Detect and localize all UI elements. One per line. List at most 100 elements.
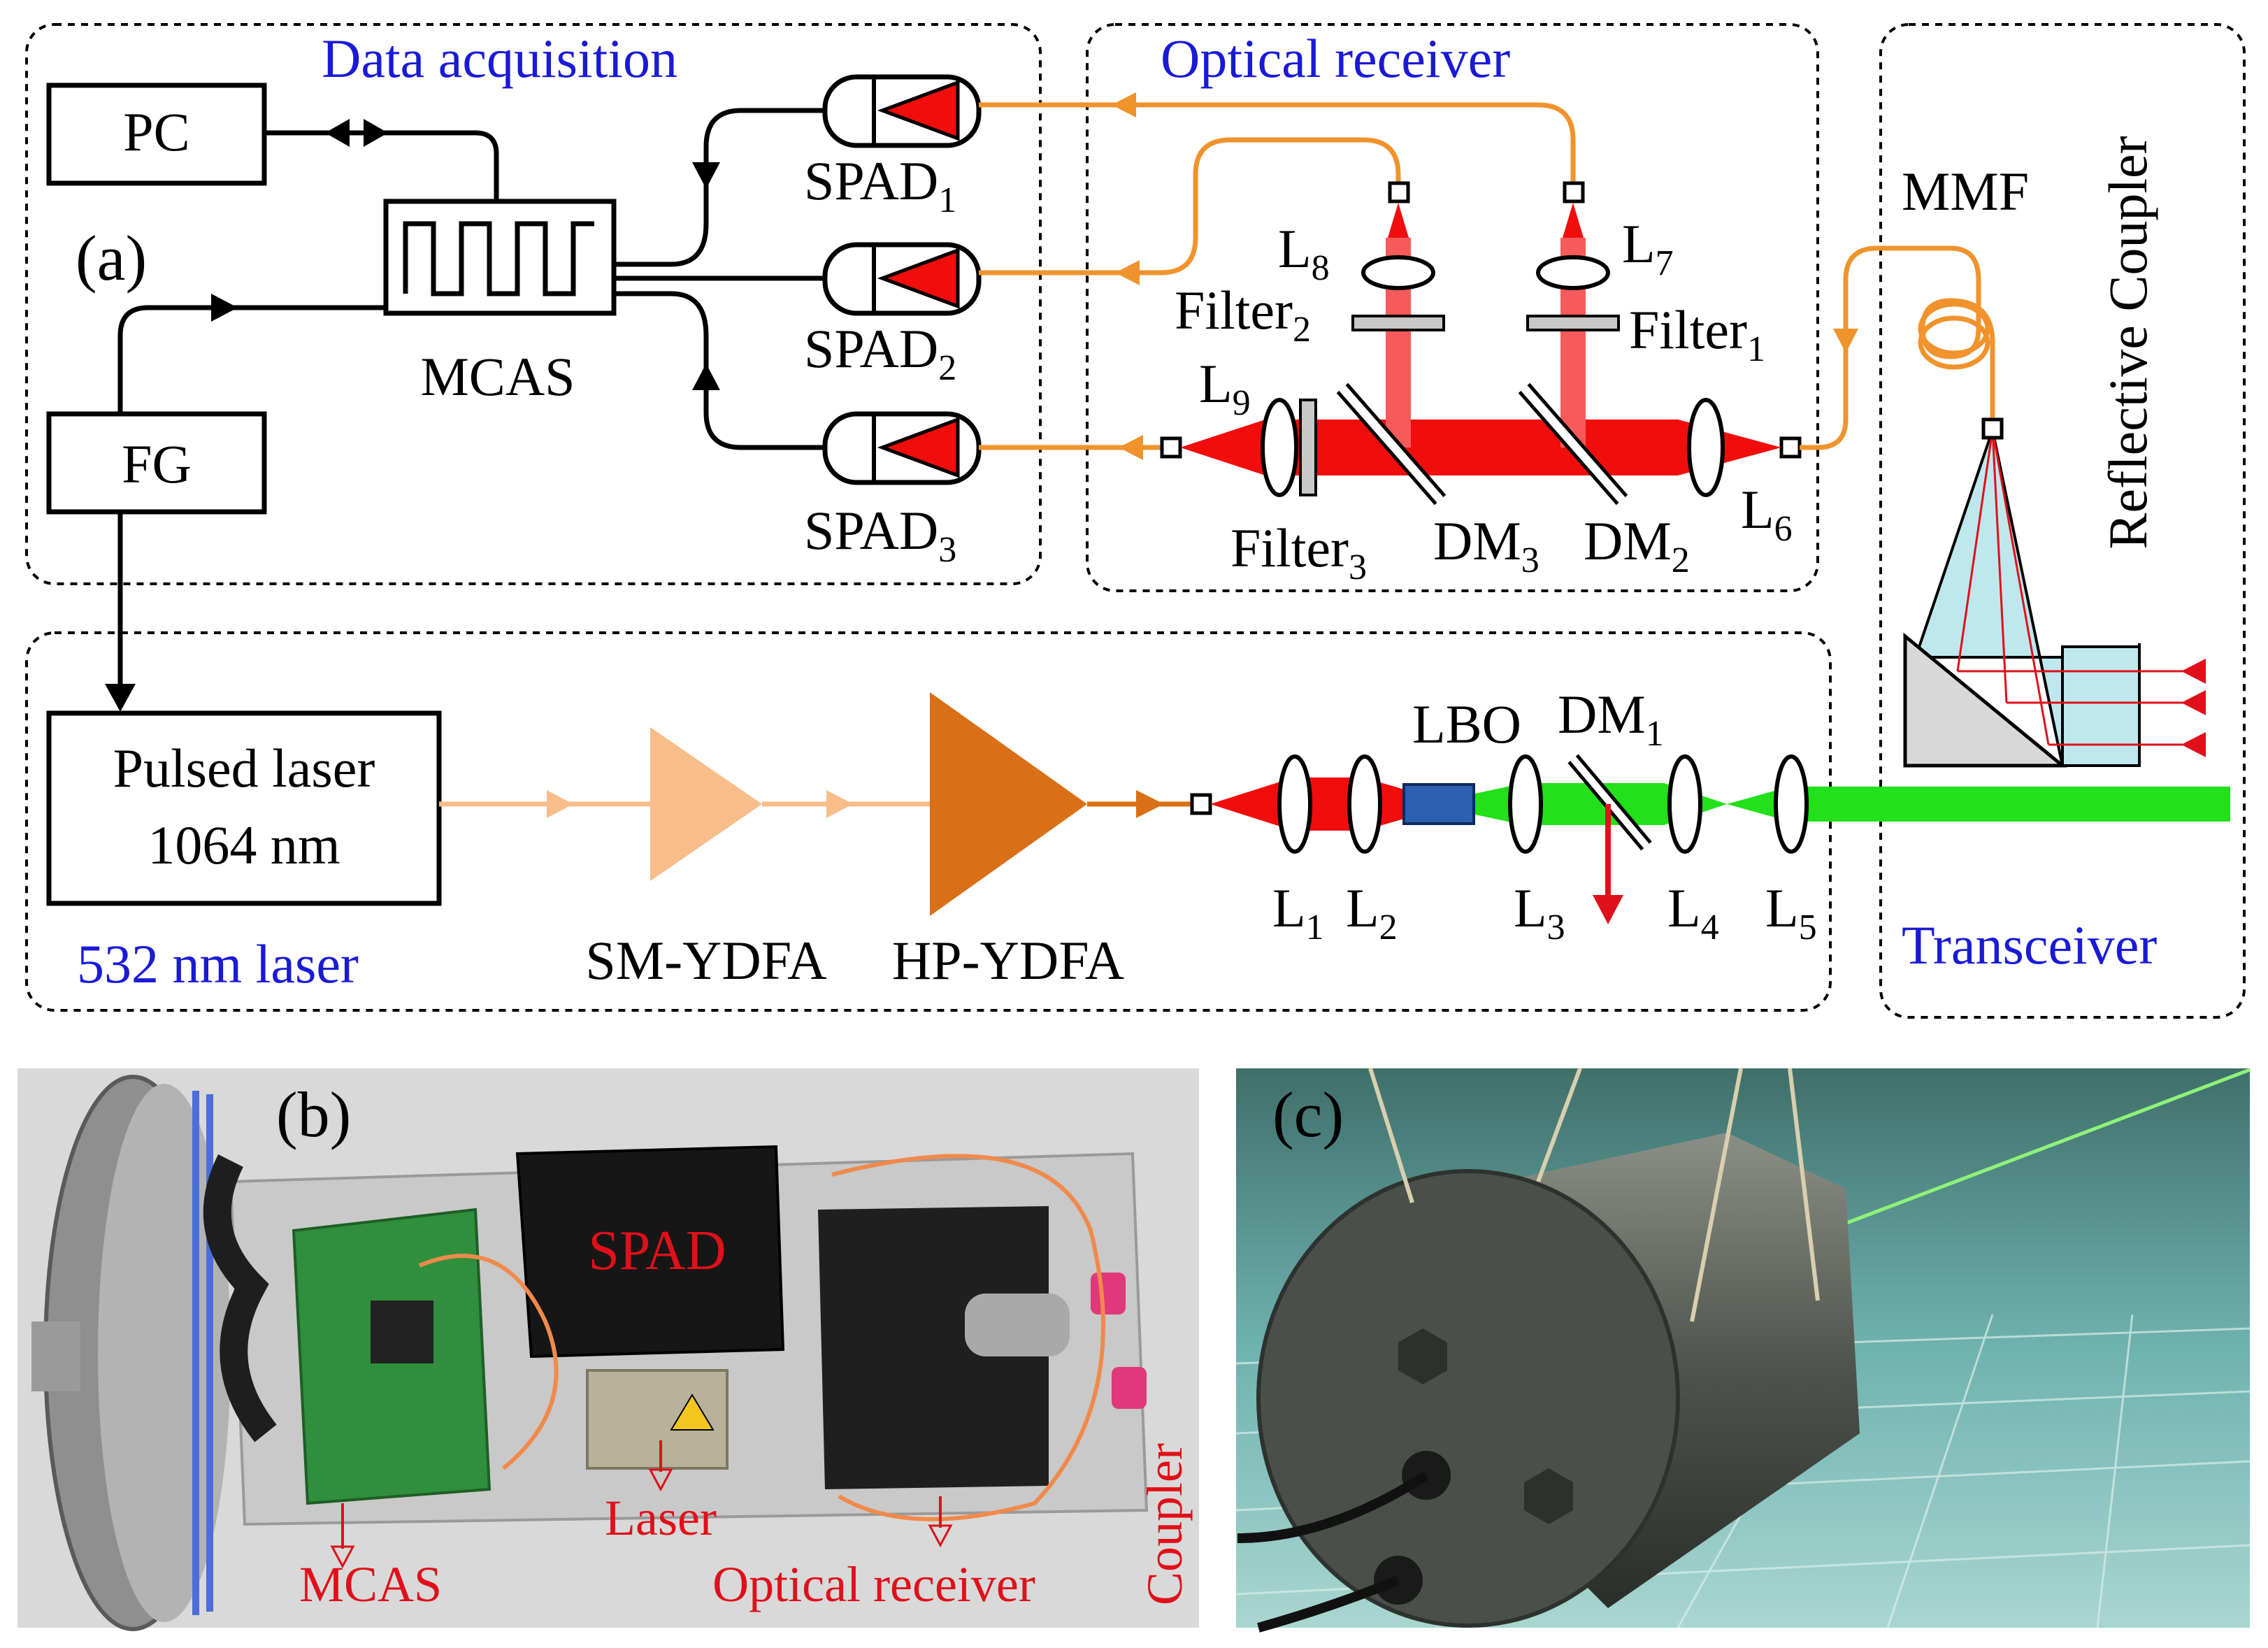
l3-label: L3	[1514, 877, 1565, 947]
spad1-label: SPAD1	[804, 150, 956, 220]
fg-laser-arrow	[105, 684, 136, 712]
dm1-reject-arrow	[1593, 895, 1623, 924]
rope-2	[1536, 1067, 1582, 1183]
spad1-mcas-wire	[614, 108, 825, 267]
green-output-beam	[1790, 787, 2230, 822]
green-laser-beam	[1789, 1068, 2251, 1247]
coupler-arrow-3	[2181, 732, 2206, 757]
mmf-label: MMF	[1902, 161, 2029, 222]
panel-a: Data acquisition Optical receiver Transc…	[25, 23, 2246, 1019]
panel-c: (c)	[1235, 1067, 2251, 1633]
laser-photo-label: Laser	[605, 1490, 717, 1546]
fiber-spad2	[979, 137, 1401, 275]
dm1-mirror	[1570, 756, 1649, 849]
laser-warning-icon	[670, 1393, 715, 1431]
spad3	[822, 411, 982, 485]
sm-ydfa-icon	[650, 727, 762, 881]
mcas-pulse-icon	[403, 221, 594, 296]
filter-3	[1299, 399, 1317, 496]
spad1	[822, 74, 982, 148]
coupler-ray-3	[1991, 429, 2050, 745]
l2-label: L2	[1346, 877, 1398, 947]
fg-mcas-arrow	[211, 294, 238, 322]
cap-bolt-2	[1524, 1468, 1573, 1524]
lbo-label: LBO	[1412, 694, 1521, 754]
spad3-label: SPAD3	[804, 500, 956, 570]
panel-b: SPAD (b) MCAS Laser Optical receiver Cou…	[17, 1068, 1199, 1631]
seed-fiber-arrow	[547, 790, 573, 818]
mmf-arrow	[1833, 329, 1858, 353]
mcas-photo-label: MCAS	[299, 1556, 442, 1612]
mmf-coil	[1918, 301, 1990, 356]
transceiver-title: Transceiver	[1902, 915, 2157, 975]
dm1-label: DM1	[1558, 684, 1664, 754]
lens-l9	[1261, 398, 1298, 497]
lens-l2	[1347, 754, 1382, 854]
lens-l1	[1277, 754, 1312, 854]
cable-2	[1257, 1575, 1400, 1633]
lens-l4	[1667, 754, 1702, 854]
pcb-chip	[371, 1301, 433, 1363]
mmf-fiber	[1800, 245, 1995, 450]
fiber-spad3-arrow	[1119, 435, 1143, 460]
fg-mcas-wire	[117, 305, 386, 414]
laser-532-frame	[25, 631, 1832, 1012]
coupler-arrow-1	[2181, 659, 2206, 684]
connector-l8	[1388, 181, 1410, 203]
hp-output-arrow	[1136, 790, 1164, 818]
spad2-label: SPAD2	[804, 318, 956, 388]
flange-stub	[31, 1321, 80, 1391]
panel-c-tag: (c)	[1272, 1079, 1344, 1150]
reflective-coupler-label: Reflective Coupler	[2097, 136, 2158, 549]
data-acquisition-title: Data acquisition	[322, 28, 677, 89]
coupler-knob-1	[1091, 1273, 1126, 1314]
rope-4	[1788, 1068, 1820, 1301]
fiber-spad1-arrow	[1112, 92, 1136, 117]
l9-label: L9	[1199, 353, 1251, 423]
l8-label: L8	[1278, 218, 1330, 288]
pc-box	[46, 83, 267, 186]
optical-receiver-block	[818, 1206, 1049, 1489]
fg-label: FG	[122, 434, 192, 494]
filter3-label: Filter3	[1230, 517, 1367, 587]
lbo-crystal	[1402, 783, 1475, 825]
sm-ydfa-label: SM-YDFA	[585, 930, 826, 991]
cable-bundle	[203, 1154, 277, 1442]
bidir-arrow-right	[364, 119, 388, 147]
filter-2	[1351, 315, 1445, 331]
mmf-coil-2	[1918, 315, 1990, 370]
coupler-arrow-2	[2181, 690, 2206, 715]
l6-label: L6	[1741, 479, 1793, 549]
l4-label: L4	[1667, 877, 1719, 947]
l1-label: L1	[1272, 877, 1324, 947]
mcas-box	[383, 199, 617, 316]
l8-focus	[1388, 203, 1409, 238]
filter1-label: Filter1	[1629, 299, 1765, 369]
dm3-mirror	[1339, 385, 1444, 503]
coupler-connector	[1981, 417, 2004, 440]
lens-l6	[1687, 398, 1725, 497]
filter2-label: Filter2	[1175, 280, 1311, 350]
coupler-ray-2	[1991, 429, 2008, 703]
connector-l7	[1563, 181, 1585, 203]
pc-mcas-wire	[264, 130, 499, 201]
spad1-arrow	[692, 162, 720, 189]
rope-3	[1690, 1068, 1743, 1322]
pulsed-laser-line1: Pulsed laser	[113, 738, 375, 798]
coupler-mirror-block	[1903, 632, 2067, 768]
spad-photo-label: SPAD	[588, 1220, 726, 1282]
coupler-knob-2	[1112, 1367, 1147, 1409]
cap-bolt-1	[1398, 1328, 1447, 1384]
lens-l5	[1774, 754, 1809, 854]
laser-532-title: 532 nm laser	[77, 933, 359, 994]
mcas-label: MCAS	[420, 346, 575, 407]
pc-label: PC	[123, 101, 189, 162]
data-acquisition-frame	[25, 23, 1042, 585]
sm-hp-arrow	[826, 790, 853, 818]
bidir-arrow-left	[325, 119, 350, 147]
coupler-ray-1	[1956, 429, 1994, 672]
cylinder-end-cap	[1256, 1169, 1680, 1628]
optical-receiver-title: Optical receiver	[1161, 28, 1510, 89]
photo-fiber-1	[418, 1254, 559, 1470]
